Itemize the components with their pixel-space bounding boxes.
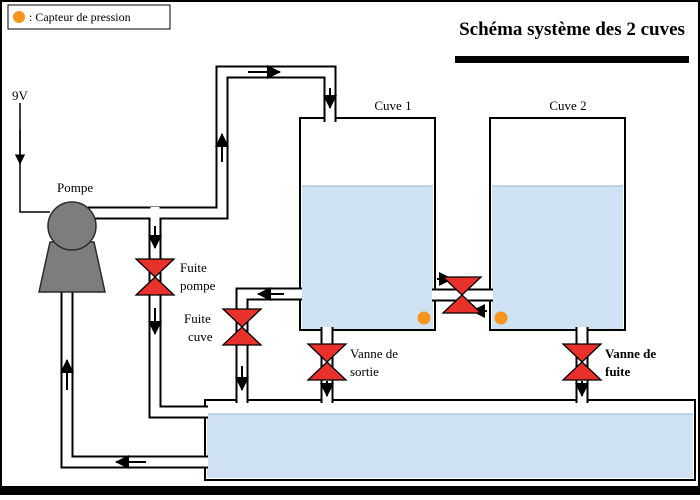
vanne-sortie-label-line2: sortie xyxy=(350,364,379,379)
fuite-cuve-label-line2: cuve xyxy=(188,329,213,344)
supply-wire xyxy=(19,103,50,213)
legend-box xyxy=(7,4,171,30)
pump-icon xyxy=(38,201,106,293)
sensor-tank1-icon xyxy=(417,311,431,325)
tank2-water xyxy=(492,186,623,329)
tank2-label: Cuve 2 xyxy=(549,98,586,113)
valve-fuite-cuve xyxy=(221,308,263,346)
vanne-fuite-label-line2: fuite xyxy=(605,364,631,379)
tank1-water xyxy=(302,186,433,329)
title-underline xyxy=(455,56,689,63)
fuite-pompe-label-line2: pompe xyxy=(180,278,216,293)
valve-intertank xyxy=(441,276,483,314)
legend: : Capteur de pression xyxy=(7,4,171,30)
valves xyxy=(134,258,603,381)
power-supply: 9V xyxy=(12,88,50,213)
tank-cuve-1 xyxy=(299,117,436,331)
fuite-pompe-label-line1: Fuite xyxy=(180,260,207,275)
valve-fuite-cuve2 xyxy=(561,343,603,381)
sensor-tank2-icon xyxy=(494,311,508,325)
voltage-label: 9V xyxy=(12,88,29,103)
flow-arrows xyxy=(60,65,589,469)
pressure-sensor-icon xyxy=(13,11,25,23)
legend-label: : Capteur de pression xyxy=(29,10,131,24)
diagram-title: Schéma système des 2 cuves xyxy=(459,19,685,40)
pump-head xyxy=(47,201,97,251)
vanne-sortie-label-line1: Vanne de xyxy=(350,346,398,361)
tank-cuve-2 xyxy=(489,117,626,331)
bottom-bar xyxy=(0,486,700,495)
valve-sortie xyxy=(306,343,348,381)
fuite-cuve-label-line1: Fuite xyxy=(184,311,211,326)
pump-label: Pompe xyxy=(57,180,93,195)
valve-fuite-pompe xyxy=(134,258,176,296)
reservoir-water xyxy=(207,414,693,478)
pressure-sensors xyxy=(417,311,508,325)
vanne-fuite-label-line1: Vanne de xyxy=(605,346,656,361)
tank1-label: Cuve 1 xyxy=(374,98,411,113)
reservoir xyxy=(204,399,696,481)
